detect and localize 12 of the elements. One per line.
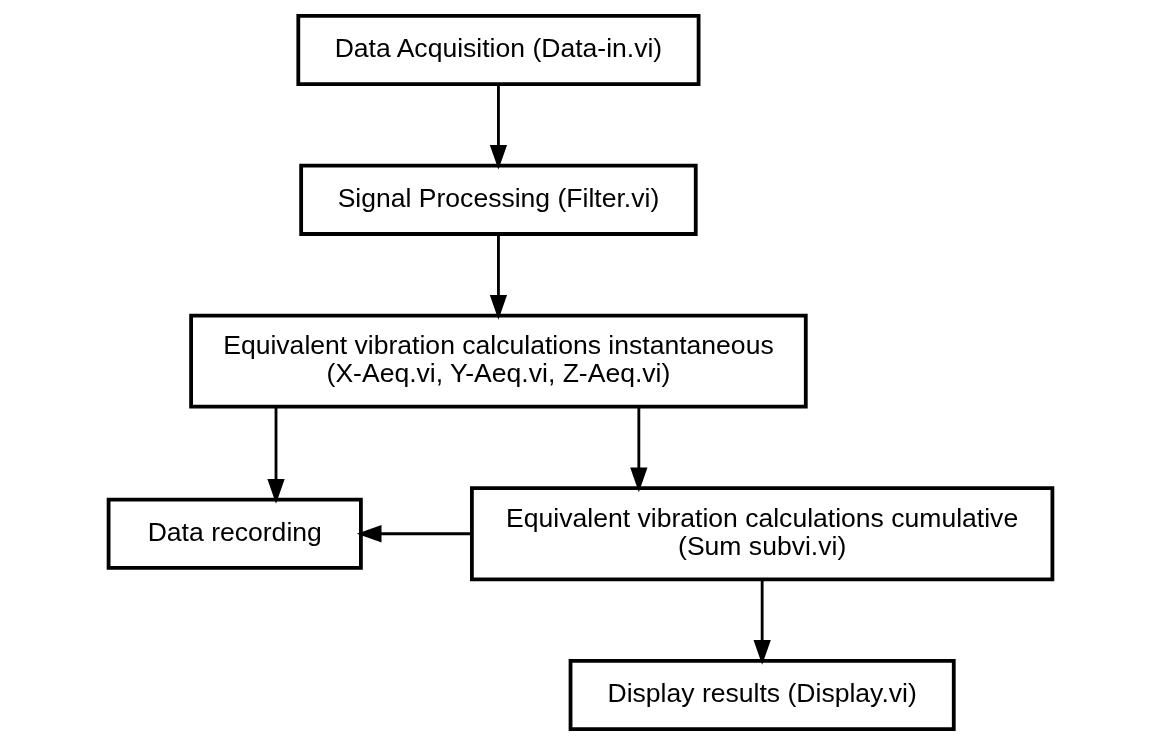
arrow xyxy=(356,525,472,543)
node-box: Signal Processing (Filter.vi) xyxy=(299,163,698,236)
arrow xyxy=(489,234,508,320)
node-box: Equivalent vibration calculations instantaneous (X-Aeq.vi, Y-Aeq.vi, Z-Aeq.vi) xyxy=(189,313,808,409)
node-box: Data recording xyxy=(106,497,363,570)
node-box: Equivalent vibration calculations cumulative (Sum subvi.vi) xyxy=(470,486,1055,582)
node-box: Display results (Display.vi) xyxy=(568,658,956,732)
node-box: Data Acquisition (Data-in.vi) xyxy=(296,13,701,87)
arrow xyxy=(753,579,771,665)
arrow xyxy=(267,407,285,504)
arrow xyxy=(489,84,508,170)
arrow xyxy=(630,407,648,493)
